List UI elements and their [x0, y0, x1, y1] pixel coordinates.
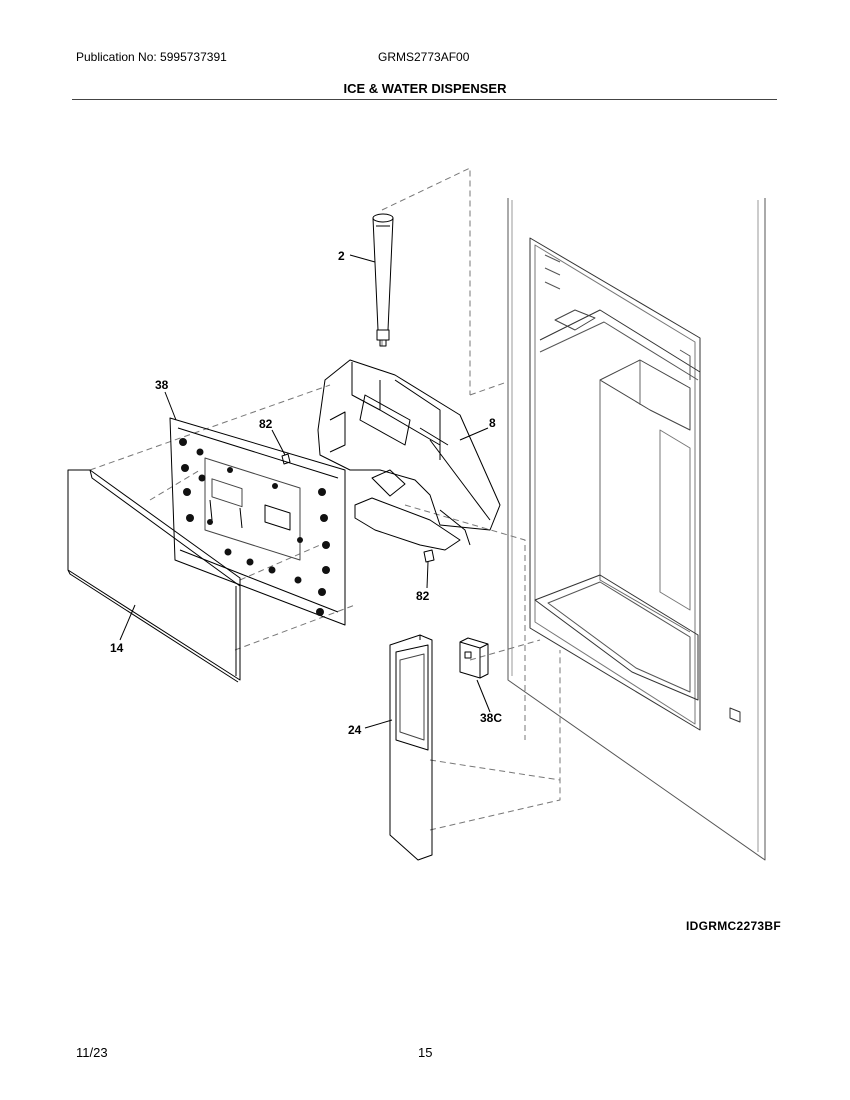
trim-panel — [389, 634, 433, 861]
callout-24: 24 — [348, 723, 362, 737]
dispenser-housing — [317, 359, 501, 551]
page-title: ICE & WATER DISPENSER — [343, 81, 507, 96]
switch — [459, 637, 489, 679]
page-number: 15 — [418, 1045, 433, 1060]
screw-upper — [281, 453, 291, 465]
callout-38: 38 — [155, 378, 169, 392]
refrigerator-door — [507, 198, 766, 861]
header-divider — [72, 99, 777, 100]
image-id: IDGRMC2273BF — [686, 919, 781, 933]
footer-date: 11/23 — [76, 1045, 108, 1060]
model-number: GRMS2773AF00 — [378, 50, 470, 64]
callout-8: 8 — [489, 416, 496, 430]
callout-labels: 2 38 82 8 82 14 24 38C — [110, 249, 502, 737]
leader-lines — [119, 254, 491, 729]
callout-14: 14 — [110, 641, 124, 655]
callout-2: 2 — [338, 249, 345, 263]
screw-lower — [423, 549, 435, 563]
callout-38c: 38C — [480, 711, 502, 725]
control-board-buttons — [179, 438, 330, 616]
control-board — [169, 417, 346, 626]
front-panel — [67, 469, 241, 683]
callout-82-lower: 82 — [416, 589, 430, 603]
ice-chute — [372, 213, 394, 347]
assembly-guides — [89, 167, 561, 831]
callout-82-upper: 82 — [259, 417, 273, 431]
publication-number: Publication No: 5995737391 — [76, 50, 227, 64]
